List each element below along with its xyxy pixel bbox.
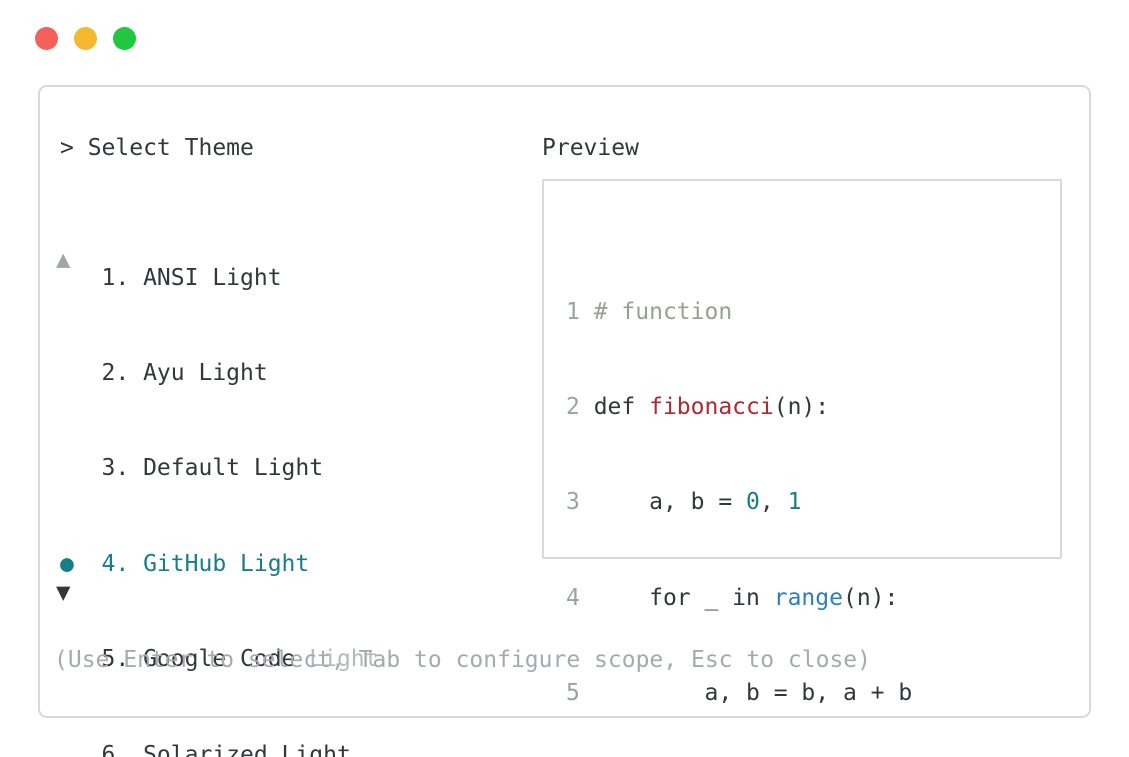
help-text: (Use Enter to select, Tab to configure s… bbox=[54, 647, 871, 673]
close-button[interactable] bbox=[35, 27, 58, 50]
window-controls bbox=[35, 27, 136, 50]
code-line-comment: 1 # function bbox=[566, 298, 733, 325]
preview-label: Preview bbox=[542, 135, 639, 161]
page-title: > Select Theme bbox=[60, 135, 254, 161]
theme-option-ansi-light[interactable]: 1. ANSI Light bbox=[60, 264, 282, 291]
theme-option-ayu-light[interactable]: 2. Ayu Light bbox=[60, 359, 268, 386]
theme-option-google-code-light[interactable]: 5. Google Code Light bbox=[60, 646, 379, 673]
theme-list: 1. ANSI Light 2. Ayu Light 3. Default Li… bbox=[60, 199, 379, 757]
code-line-for: 4 for _ in range(n): bbox=[566, 584, 899, 611]
code-line-def: 2 def fibonacci(n): bbox=[566, 393, 830, 420]
theme-option-default-light[interactable]: 3. Default Light bbox=[60, 455, 324, 482]
code-preview: 1 # function 2 def fibonacci(n): 3 a, b … bbox=[566, 233, 963, 757]
maximize-button[interactable] bbox=[113, 27, 136, 50]
code-line-assign: 3 a, b = 0, 1 bbox=[566, 489, 802, 516]
theme-option-solarized-light[interactable]: 6. Solarized Light bbox=[60, 741, 351, 757]
minimize-button[interactable] bbox=[74, 27, 97, 50]
scroll-down-icon: ▼ bbox=[56, 578, 71, 606]
theme-picker-panel: > Select Theme Preview ▲ 1. ANSI Light 2… bbox=[38, 85, 1091, 757]
scroll-up-icon: ▲ bbox=[56, 245, 71, 273]
theme-option-github-light[interactable]: ● 4. GitHub Light bbox=[60, 550, 310, 577]
preview-pane: 1 # function 2 def fibonacci(n): 3 a, b … bbox=[542, 179, 1062, 706]
code-line-swap: 5 a, b = b, a + b bbox=[566, 680, 913, 707]
